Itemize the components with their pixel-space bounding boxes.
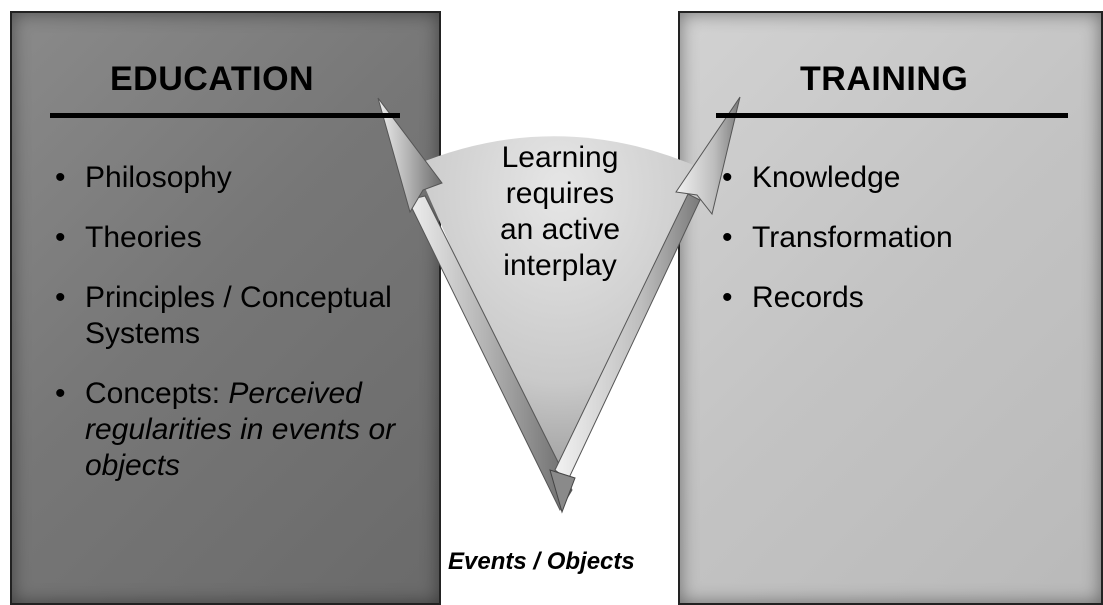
- vee-point: [549, 469, 576, 514]
- bullet: •: [55, 161, 66, 194]
- list-item: • Concepts: Perceived regularities in ev…: [55, 376, 415, 484]
- training-list: • Knowledge • Transformation • Records: [722, 160, 1082, 340]
- education-list: • Philosophy • Theories • Principles / C…: [55, 160, 415, 508]
- education-item-text: Concepts:: [85, 377, 229, 410]
- education-item-text: Philosophy: [85, 161, 232, 194]
- education-heading: EDUCATION: [110, 60, 315, 98]
- center-label: Learning requires an active interplay: [470, 140, 650, 284]
- list-item: • Records: [722, 280, 1082, 316]
- education-item-text: Principles / Conceptual Systems: [85, 281, 392, 350]
- left-arrowhead: [377, 97, 443, 214]
- center-line: requires: [505, 177, 615, 210]
- bullet: •: [722, 221, 733, 254]
- left-arm-shaft: [407, 195, 573, 512]
- list-item: • Transformation: [722, 220, 1082, 256]
- training-panel: [678, 11, 1103, 605]
- training-item-text: Records: [752, 281, 864, 314]
- bullet: •: [722, 161, 733, 194]
- bullet: •: [55, 377, 66, 410]
- right-arrowhead: [675, 96, 741, 216]
- training-item-text: Knowledge: [752, 161, 901, 194]
- bullet: •: [55, 221, 66, 254]
- training-divider: [716, 113, 1068, 118]
- center-line: Learning: [501, 141, 619, 174]
- bullet: •: [55, 281, 66, 314]
- education-panel: [10, 11, 441, 605]
- training-item-text: Transformation: [752, 221, 953, 254]
- bullet: •: [722, 281, 733, 314]
- vee-fan: [415, 136, 705, 495]
- education-item-italic: Perceived regularities in events or obje…: [85, 377, 396, 482]
- events-objects-caption: Events / Objects: [448, 548, 635, 575]
- training-heading: TRAINING: [800, 60, 969, 98]
- list-item: • Theories: [55, 220, 415, 256]
- education-divider: [50, 113, 400, 118]
- list-item: • Knowledge: [722, 160, 1082, 196]
- list-item: • Principles / Conceptual Systems: [55, 280, 415, 352]
- education-item-text: Theories: [85, 221, 202, 254]
- center-line: interplay: [503, 249, 617, 282]
- list-item: • Philosophy: [55, 160, 415, 196]
- center-line: an active: [499, 213, 621, 246]
